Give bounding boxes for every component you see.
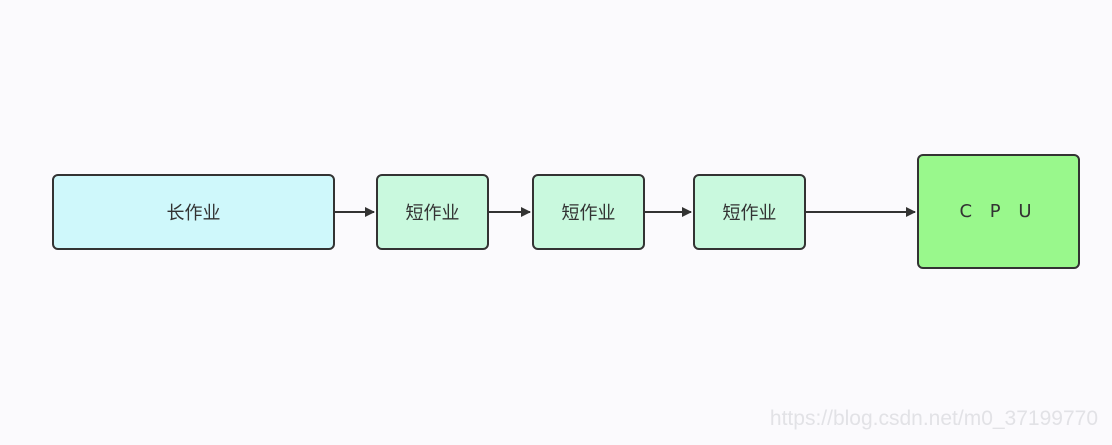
cpu-node: C P U <box>917 154 1080 269</box>
long-job-node: 长作业 <box>52 174 335 250</box>
short-job-label-3: 短作业 <box>722 203 777 224</box>
short-job-label-1: 短作业 <box>405 203 460 224</box>
short-job-node-1: 短作业 <box>376 174 489 250</box>
short-job-node-3: 短作业 <box>693 174 806 250</box>
short-job-node-2: 短作业 <box>532 174 645 250</box>
short-job-label-2: 短作业 <box>561 203 616 224</box>
cpu-label: C P U <box>959 201 1038 222</box>
long-job-label: 长作业 <box>166 203 221 224</box>
watermark: https://blog.csdn.net/m0_37199770 <box>769 407 1098 430</box>
